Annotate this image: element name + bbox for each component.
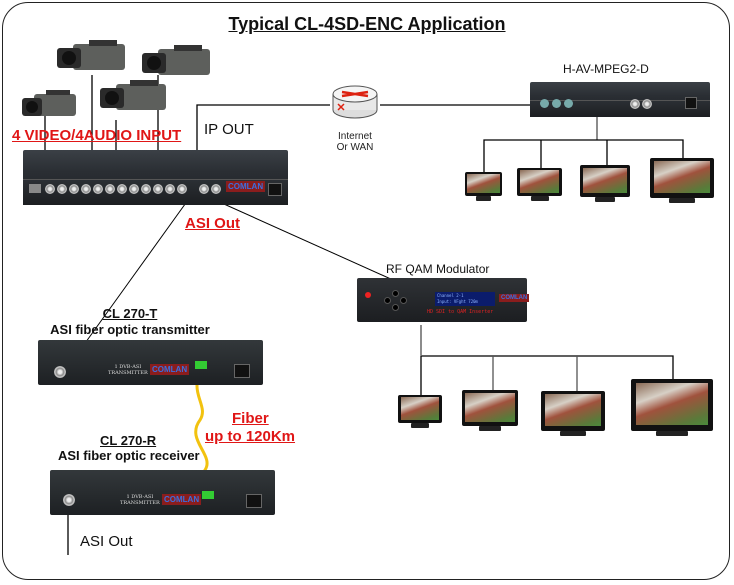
qam-up-button (392, 290, 399, 297)
rx-panel-text: 1 DVB-ASI TRANSMITTER (120, 494, 160, 506)
rx-power-socket (246, 494, 262, 508)
ip-display-4 (650, 158, 714, 203)
internet-router-icon (330, 80, 380, 120)
rf-display-4 (631, 379, 713, 436)
ip-out-label: IP OUT (204, 121, 254, 138)
tx-brand-logo: COMLAN (150, 364, 190, 375)
ethernet-port (29, 184, 41, 193)
qam-left-button (384, 297, 391, 304)
qam-lcd-line2: Input: VFght 720m (437, 299, 478, 304)
tx-panel-line1: 1 DVB-ASI (114, 364, 142, 370)
rx-brand-logo: COMLAN (162, 494, 202, 505)
transmitter-desc-label: ASI fiber optic transmitter (50, 322, 210, 337)
qam-lcd-display: Channel 2-1 Input: VFght 720m (435, 292, 495, 306)
decoder-device (530, 82, 710, 117)
qam-power-led (365, 292, 371, 298)
internet-label: Internet Or WAN (325, 131, 385, 153)
fiber-transmitter-device: 1 DVB-ASI TRANSMITTER COMLAN (38, 340, 263, 385)
internet-label-line2: Or WAN (336, 142, 374, 153)
qam-right-button (400, 297, 407, 304)
power-socket (268, 183, 282, 196)
diagram-title: Typical CL-4SD-ENC Application (228, 14, 506, 34)
decoder-bus (483, 139, 684, 185)
asi-to-qam-line (214, 199, 394, 281)
qam-footer-text: HD SDI to QAM Inserter (427, 309, 494, 315)
tx-panel-text: 1 DVB-ASI TRANSMITTER (108, 364, 148, 376)
rf-qam-device: Channel 2-1 Input: VFght 720m HD SDI to … (357, 278, 530, 322)
video-input-label: 4 VIDEO/4AUDIO INPUT (12, 127, 182, 144)
asi-out-receiver-label: ASI Out (80, 533, 133, 550)
fiber-receiver-device: 1 DVB-ASI TRANSMITTER COMLAN (50, 470, 275, 515)
ip-display-3 (580, 165, 630, 202)
diagram-frame (2, 2, 730, 580)
tx-power-socket (234, 364, 250, 378)
rx-panel-line2: TRANSMITTER (120, 500, 160, 506)
rf-display-1 (398, 395, 442, 428)
rf-display-3 (541, 391, 605, 436)
camera-1 (20, 90, 80, 122)
brand-logo: COMLAN (226, 181, 266, 192)
qam-lcd-line1: Channel 2-1 (437, 293, 464, 298)
camera-3 (140, 45, 215, 81)
tx-optic-port (195, 361, 207, 369)
encoder-device: COMLAN (23, 150, 288, 205)
internet-label-line1: Internet (338, 131, 372, 142)
camera-2 (55, 40, 130, 76)
ip-display-1 (465, 172, 502, 201)
qam-bus (420, 355, 674, 405)
rx-optic-port (202, 491, 214, 499)
camera-4 (98, 80, 170, 116)
transmitter-model-label: CL 270-T (102, 306, 158, 321)
qam-brand-logo: COMLAN (499, 294, 530, 302)
rf-qam-label: RF QAM Modulator (386, 262, 490, 276)
rf-display-2 (462, 390, 518, 431)
fiber-label-line1: Fiber (232, 410, 269, 427)
rx-panel-line1: 1 DVB-ASI (126, 494, 154, 500)
decoder-label: H-AV-MPEG2-D (563, 62, 649, 76)
ip-out-line (196, 104, 330, 160)
fiber-label-line2: up to 120Km (205, 428, 296, 445)
tx-panel-line2: TRANSMITTER (108, 370, 148, 376)
receiver-desc-label: ASI fiber optic receiver (58, 448, 200, 463)
ip-display-2 (517, 168, 562, 201)
receiver-model-label: CL 270-R (100, 433, 157, 448)
asi-out-encoder-label: ASI Out (185, 215, 240, 232)
qam-down-button (392, 304, 399, 311)
